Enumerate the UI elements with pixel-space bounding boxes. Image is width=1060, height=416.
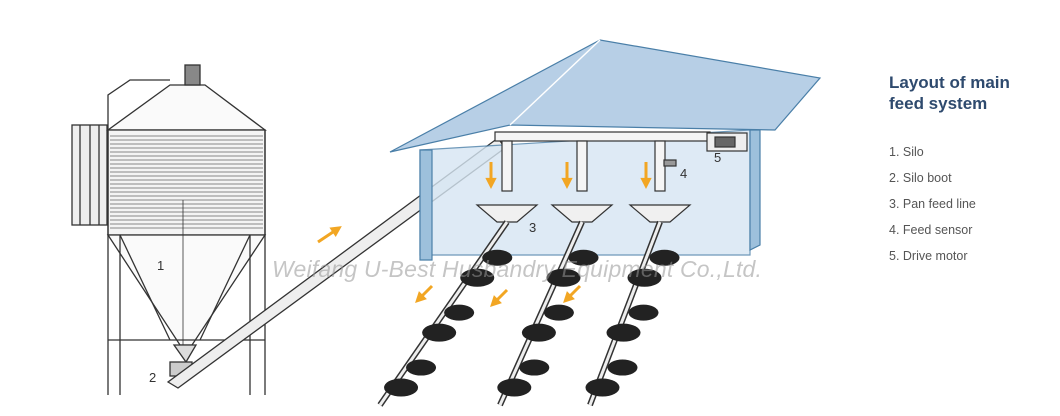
feed-pan: [585, 378, 620, 397]
feed-pan: [568, 249, 599, 266]
arrow-head: [329, 226, 342, 237]
feed-pan: [406, 359, 437, 376]
feed-pan: [444, 304, 475, 321]
watermark: Weifang U-Best Husbandry Equipment Co.,L…: [272, 256, 763, 282]
feed-pan: [519, 359, 550, 376]
feed-line-inner: [498, 221, 584, 406]
arrow-head: [490, 295, 502, 307]
hopper: [550, 204, 614, 223]
arrow-head: [563, 291, 575, 303]
feed-line-inner: [588, 221, 662, 406]
callout-pan-feed-line: 3: [529, 220, 536, 235]
feed-pan: [384, 378, 419, 397]
feed-pan: [482, 249, 513, 266]
arrow-head: [485, 177, 497, 189]
feed-pipe: [494, 131, 748, 192]
arrow-head: [640, 177, 652, 189]
arrow-head: [415, 291, 427, 303]
arrow-head: [561, 177, 573, 189]
feed-pan: [422, 323, 457, 342]
feed-pan: [543, 304, 574, 321]
hopper: [628, 204, 692, 223]
feed-pan: [460, 268, 495, 287]
hopper: [475, 204, 539, 223]
legend-item-pan-feed-line: 3. Pan feed line: [889, 197, 976, 211]
feed-pan: [649, 249, 680, 266]
feed-pan: [606, 323, 641, 342]
legend-item-feed-sensor: 4. Feed sensor: [889, 223, 973, 237]
callout-feed-sensor: 4: [680, 166, 687, 181]
silo: [71, 64, 267, 395]
callout-silo-boot: 2: [149, 370, 156, 385]
feed-pan: [497, 378, 532, 397]
feed-pan: [607, 359, 638, 376]
callout-drive-motor: 5: [714, 150, 721, 165]
legend-item-drive-motor: 5. Drive motor: [889, 249, 968, 263]
feed-line-inner: [378, 221, 509, 406]
legend-item-silo-boot: 2. Silo boot: [889, 171, 952, 185]
pan-feed-lines: [377, 204, 692, 407]
feed-pan: [628, 304, 659, 321]
feed-pan: [546, 268, 581, 287]
feed-pan: [627, 268, 662, 287]
house: [389, 39, 822, 261]
flow-arrows: [317, 162, 652, 307]
legend-item-silo: 1. Silo: [889, 145, 924, 159]
callout-silo: 1: [157, 258, 164, 273]
feed-pan: [521, 323, 556, 342]
